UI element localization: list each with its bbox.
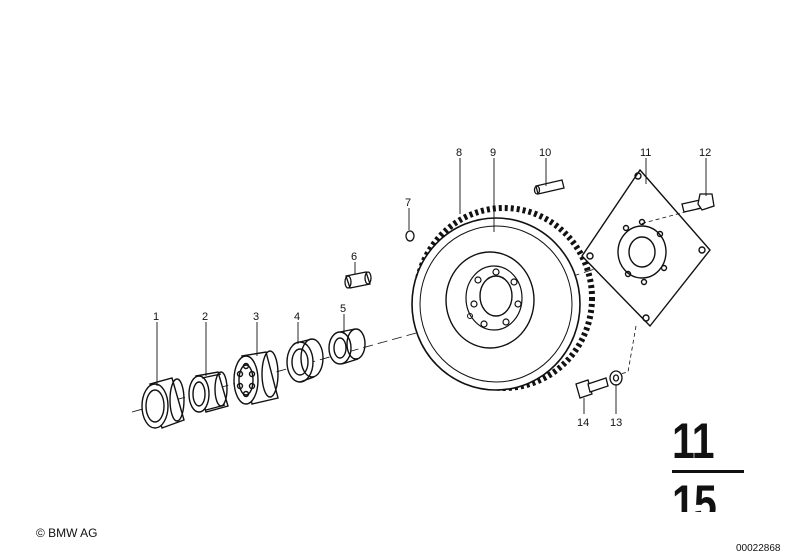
part-bearing-sleeve: [141, 377, 185, 429]
part-drive-plate: [581, 168, 711, 328]
callout-14: 14: [577, 417, 589, 429]
callout-2: 2: [202, 311, 208, 323]
callout-11: 11: [640, 147, 651, 159]
callout-9: 9: [490, 147, 496, 159]
callout-12: 12: [699, 147, 711, 159]
part-small-plug: [405, 230, 415, 242]
part-hex-bolt-lower: [575, 377, 609, 399]
callout-8: 8: [456, 147, 462, 159]
bolt-path-line: [619, 325, 637, 375]
callout-1: 1: [153, 311, 159, 323]
drawing-id: 00022868: [736, 543, 781, 554]
leader-lines: [156, 158, 707, 414]
part-dowel-pin: [533, 179, 565, 195]
callout-6: 6: [351, 251, 357, 263]
part-dowel-sleeve: [344, 271, 372, 289]
center-axis: [131, 317, 471, 413]
part-needle-bearing: [188, 371, 229, 413]
sub-group-number: 15: [672, 478, 717, 512]
callout-13: 13: [610, 417, 622, 429]
callouts: 1 2 3 4 5 6 7 8 9 10 11 12 13 14: [153, 147, 711, 429]
group-divider: [672, 470, 744, 473]
callout-5: 5: [340, 303, 346, 315]
part-spacer-ring: [328, 328, 366, 365]
part-washer: [609, 370, 623, 386]
part-hex-bolt-upper: [639, 193, 715, 225]
part-flywheel: [411, 205, 595, 391]
callout-10: 10: [539, 147, 551, 159]
group-number: 11: [672, 413, 715, 469]
part-ball-bearing: [233, 350, 279, 405]
copyright-notice: © BMW AG: [36, 526, 98, 540]
callout-3: 3: [253, 311, 259, 323]
callout-7: 7: [405, 197, 411, 209]
part-shaft-seal: [286, 338, 324, 383]
callout-4: 4: [294, 311, 300, 323]
